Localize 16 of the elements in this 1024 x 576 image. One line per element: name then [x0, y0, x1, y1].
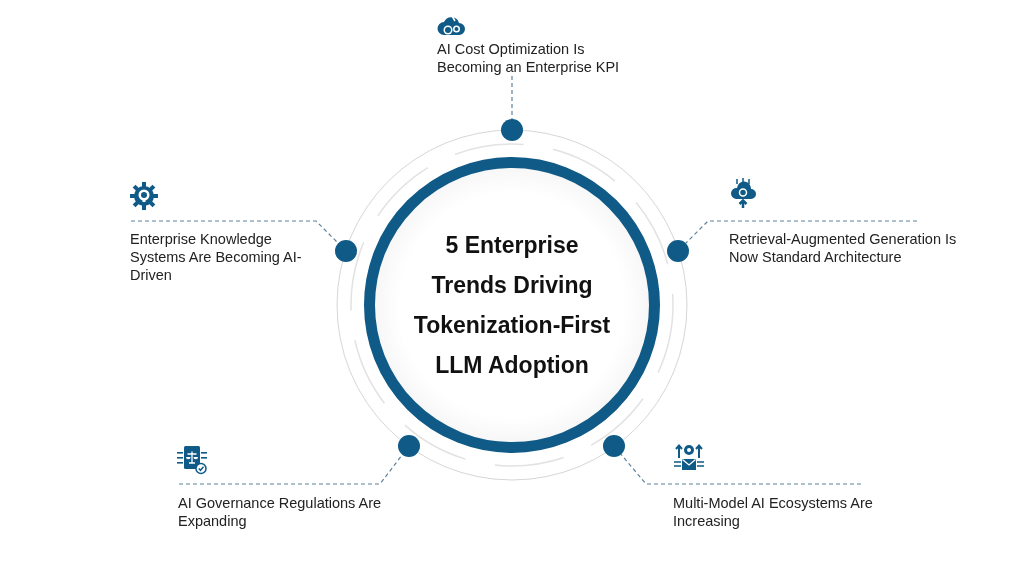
- trend-label: Retrieval-Augmented Generation Is Now Standard Architecture: [729, 221, 969, 266]
- hub-title: 5 Enterprise Trends Driving Tokenization-First LLM Adoption: [412, 231, 612, 380]
- trend-label: AI Governance Regulations Are Expanding: [178, 484, 408, 530]
- ring-dot: [501, 119, 523, 141]
- ring-dot: [603, 435, 625, 457]
- leader-line: [620, 453, 862, 485]
- trend-label: Enterprise Knowledge Systems Are Becoming AI-Driven: [130, 221, 322, 284]
- leader-line: [178, 454, 403, 485]
- leader-line: [130, 220, 339, 244]
- trend-label: Multi-Model AI Ecosystems Are Increasing: [673, 484, 903, 530]
- leader-line: [511, 75, 513, 120]
- ring-dot: [335, 240, 357, 262]
- trend-label: AI Cost Optimization Is Becoming an Enterprise KPI: [437, 40, 649, 76]
- leader-line: [685, 220, 918, 244]
- ring-dot: [667, 240, 689, 262]
- ring-dot: [398, 435, 420, 457]
